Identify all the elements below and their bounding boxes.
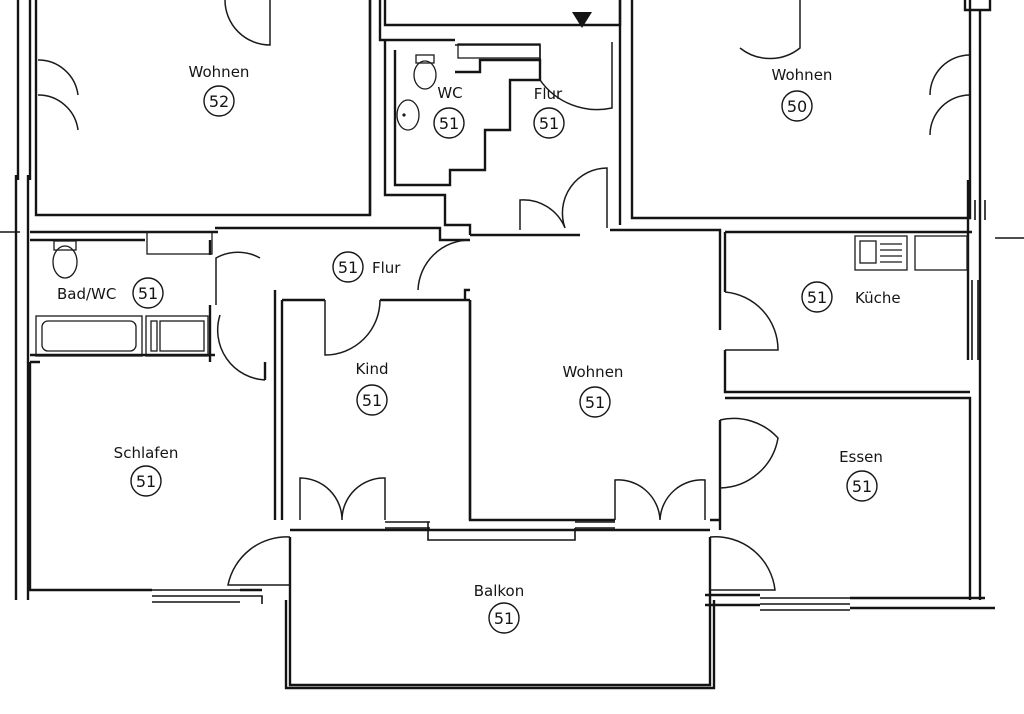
room-number: 52 — [209, 92, 229, 111]
room-label: Balkon — [474, 582, 525, 600]
room-wohnen-ne: Wohnen 50 — [772, 66, 833, 122]
room-number: 51 — [807, 288, 827, 307]
toilet-icon — [413, 54, 437, 90]
room-label: Küche — [855, 289, 901, 307]
room-balkon: Balkon 51 — [474, 582, 525, 634]
windows — [152, 200, 986, 611]
room-number: 51 — [852, 477, 872, 496]
room-kind: Kind 51 — [355, 360, 389, 416]
room-label: Bad/WC — [57, 285, 116, 303]
room-wc: WC 51 — [433, 84, 465, 139]
fixtures — [35, 43, 968, 357]
room-number: 51 — [362, 391, 382, 410]
room-number: 51 — [136, 472, 156, 491]
shower-icon — [145, 315, 209, 357]
room-number: 51 — [338, 258, 358, 277]
room-label: Wohnen — [189, 63, 250, 81]
room-label: Essen — [839, 448, 883, 466]
bathtub-icon — [35, 315, 143, 357]
room-label: Flur — [534, 85, 563, 103]
room-label: Schlafen — [114, 444, 179, 462]
room-number: 51 — [539, 114, 559, 133]
room-label: Wohnen — [772, 66, 833, 84]
room-label: WC — [437, 84, 462, 102]
toilet-icon — [52, 240, 78, 279]
room-flur-mid: 51 Flur — [332, 251, 401, 283]
stove-icon — [854, 235, 908, 271]
walls — [0, 0, 1024, 690]
room-number: 51 — [494, 609, 514, 628]
room-label: Wohnen — [563, 363, 624, 381]
room-wohnen-nw: Wohnen 52 — [189, 63, 250, 117]
entrance-arrow-icon — [572, 12, 592, 28]
room-number: 51 — [585, 393, 605, 412]
room-label: Flur — [372, 259, 401, 277]
room-number: 51 — [439, 114, 459, 133]
room-number: 51 — [138, 284, 158, 303]
room-wohnen-main: Wohnen 51 — [563, 363, 624, 418]
room-number: 50 — [787, 97, 807, 116]
room-flur-top: Flur 51 — [533, 85, 565, 139]
room-label: Kind — [355, 360, 388, 378]
room-schlafen: Schlafen 51 — [114, 444, 179, 497]
sink-icon — [396, 99, 420, 131]
doors — [37, 0, 971, 591]
room-kueche: 51 Küche — [801, 281, 901, 313]
room-bad-wc: Bad/WC 51 — [57, 277, 164, 309]
room-essen: Essen 51 — [839, 448, 883, 502]
